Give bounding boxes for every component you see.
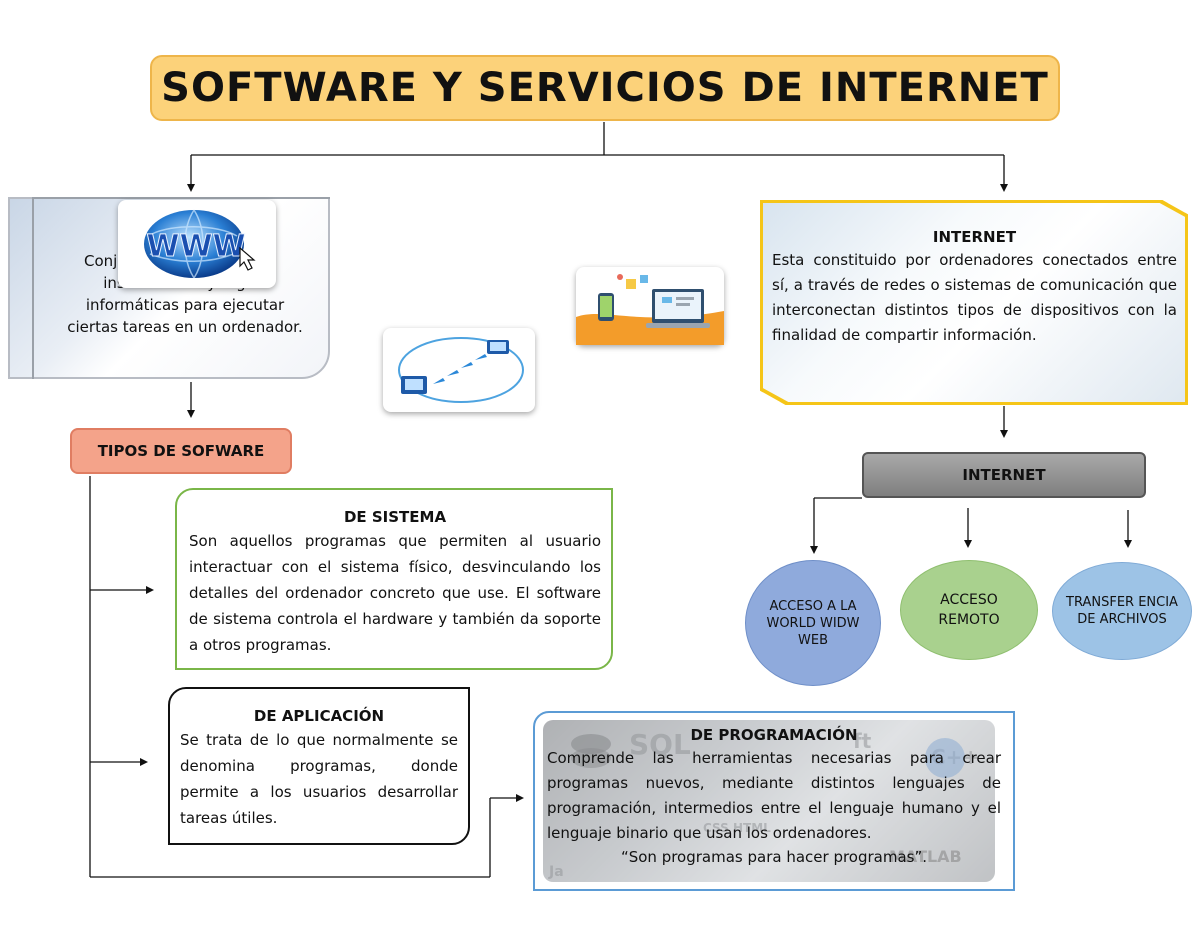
de-sistema-title: DE SISTEMA [343,508,447,526]
globe-icon: WWW [144,209,256,279]
internet-services-header: INTERNET [862,452,1146,498]
internet-description-box [763,203,1185,402]
laptop-services-icon [576,274,724,345]
internet-title: INTERNET [932,228,1017,246]
de-programacion-quote: “Son programas para hacer programas”. [620,848,928,866]
service-remote-access: ACCESO REMOTO [900,560,1038,660]
bg-word-matlab: MATLAB [889,847,962,866]
bg-word-css: CSS [703,821,729,835]
bg-word-ft: ft [853,729,872,753]
service-www-access: ACCESO A LA WORLD WIDW WEB [745,560,881,686]
definition-line-4: ciertas tareas en un ordenador. [67,318,303,336]
de-programacion-text: Comprende las herramientas necesarias pa… [547,749,1001,842]
internet-description-content: INTERNET Esta constituido por ordenadore… [772,228,1177,348]
de-aplicacion-title: DE APLICACIÓN [253,707,385,725]
bg-word-sql: SQL [629,728,691,761]
de-aplicacion-box: DE APLICACIÓN Se trata de lo que normalm… [168,687,470,845]
de-sistema-text: Son aquellos programas que permiten al u… [189,532,601,654]
page-title: SOFTWARE Y SERVICIOS DE INTERNET [150,55,1060,121]
programming-logos-image: SQL ft C++ HTML CSS MATLAB Ja [548,728,979,880]
www-globe-image: WWW [118,200,276,288]
service-file-transfer: TRANSFER ENCIA DE ARCHIVOS [1052,562,1192,660]
network-diagram-icon [398,337,524,403]
tipos-de-software-label: TIPOS DE SOFWARE [70,428,292,474]
network-transfer-image [383,328,535,412]
www-badge-text: WWW [146,229,245,264]
software-definition-frame [32,197,330,379]
bg-word-ja: Ja [548,864,564,880]
bg-word-cpp: C++ [931,745,979,769]
de-sistema-box: DE SISTEMA Son aquellos programas que pe… [175,488,613,670]
software-definition-card [8,197,330,379]
de-aplicacion-text: Se trata de lo que normalmente se denomi… [180,731,458,827]
bg-word-html: HTML [733,821,771,835]
definition-line-3: informáticas para ejecutar [85,296,285,314]
internet-text: Esta constituido por ordenadores conecta… [772,251,1177,344]
internet-services-image [576,267,724,345]
de-programacion-title: DE PROGRAMACIÓN [690,726,858,744]
programming-languages-background: SQL ft C++ HTML CSS MATLAB Ja [543,720,995,882]
de-programacion-content: DE PROGRAMACIÓN Comprende las herramient… [543,726,1005,868]
definition-line-1: Conj [84,252,118,270]
